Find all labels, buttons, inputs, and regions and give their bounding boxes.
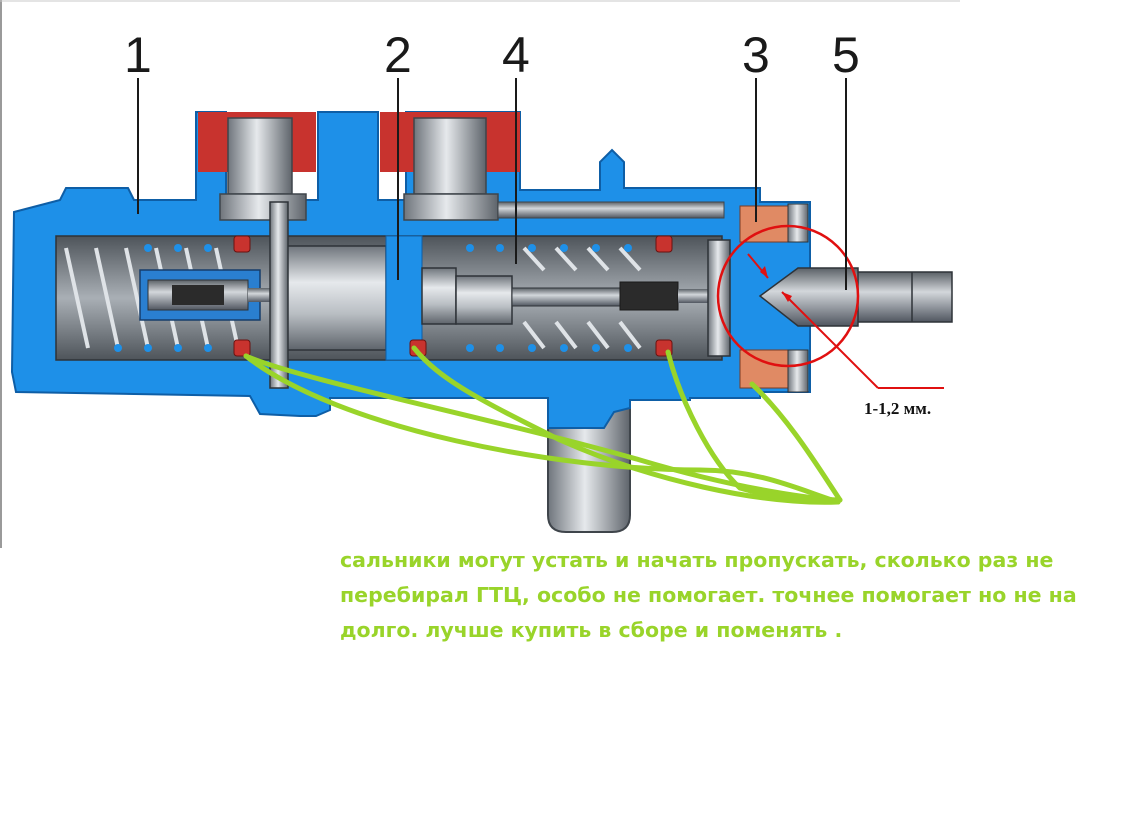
callout-4: 4 <box>502 27 530 83</box>
callout-3: 3 <box>742 27 770 83</box>
upper-bypass-rod <box>497 201 725 219</box>
pushrod-shaft <box>851 271 953 323</box>
gap-dimension-label: 1-1,2 мм. <box>864 399 931 418</box>
end-seal-bottom <box>739 349 789 389</box>
left-valve-mesh <box>172 285 224 305</box>
secondary-valve-tip <box>678 289 714 303</box>
callout-leaders <box>137 78 847 290</box>
note-line-3: долго. лучше купить в сборе и поменять . <box>340 618 843 642</box>
end-seal-top <box>739 205 789 243</box>
left-valve-stem <box>248 288 276 302</box>
secondary-piston-body <box>455 275 513 325</box>
spring-left-dots <box>114 244 212 352</box>
reservoir-port-left <box>198 112 316 221</box>
end-washer-bottom <box>787 349 809 393</box>
primary-piston <box>275 245 387 351</box>
primary-piston-rod <box>269 201 289 389</box>
secondary-rod <box>511 287 637 307</box>
spring-right-dots <box>466 244 632 352</box>
callout-5: 5 <box>832 27 860 83</box>
seal-annotation-lines <box>243 345 843 505</box>
reservoir-port-right <box>380 112 520 221</box>
note-line-2: перебирал ГТЦ, особо не помогает. точнее… <box>340 583 1077 607</box>
mounting-boss <box>547 399 631 533</box>
seal-wear-note: сальники могут устать и начать пропускат… <box>340 543 1100 648</box>
separator-wall <box>385 235 423 361</box>
secondary-valve <box>619 281 679 311</box>
callout-1: 1 <box>124 27 152 83</box>
spring-right <box>522 246 642 350</box>
note-line-1: сальники могут устать и начать пропускат… <box>340 548 1054 572</box>
gap-annotation <box>716 224 944 389</box>
secondary-piston-head <box>421 267 457 325</box>
end-washer-top <box>787 203 809 243</box>
callout-2: 2 <box>384 27 412 83</box>
